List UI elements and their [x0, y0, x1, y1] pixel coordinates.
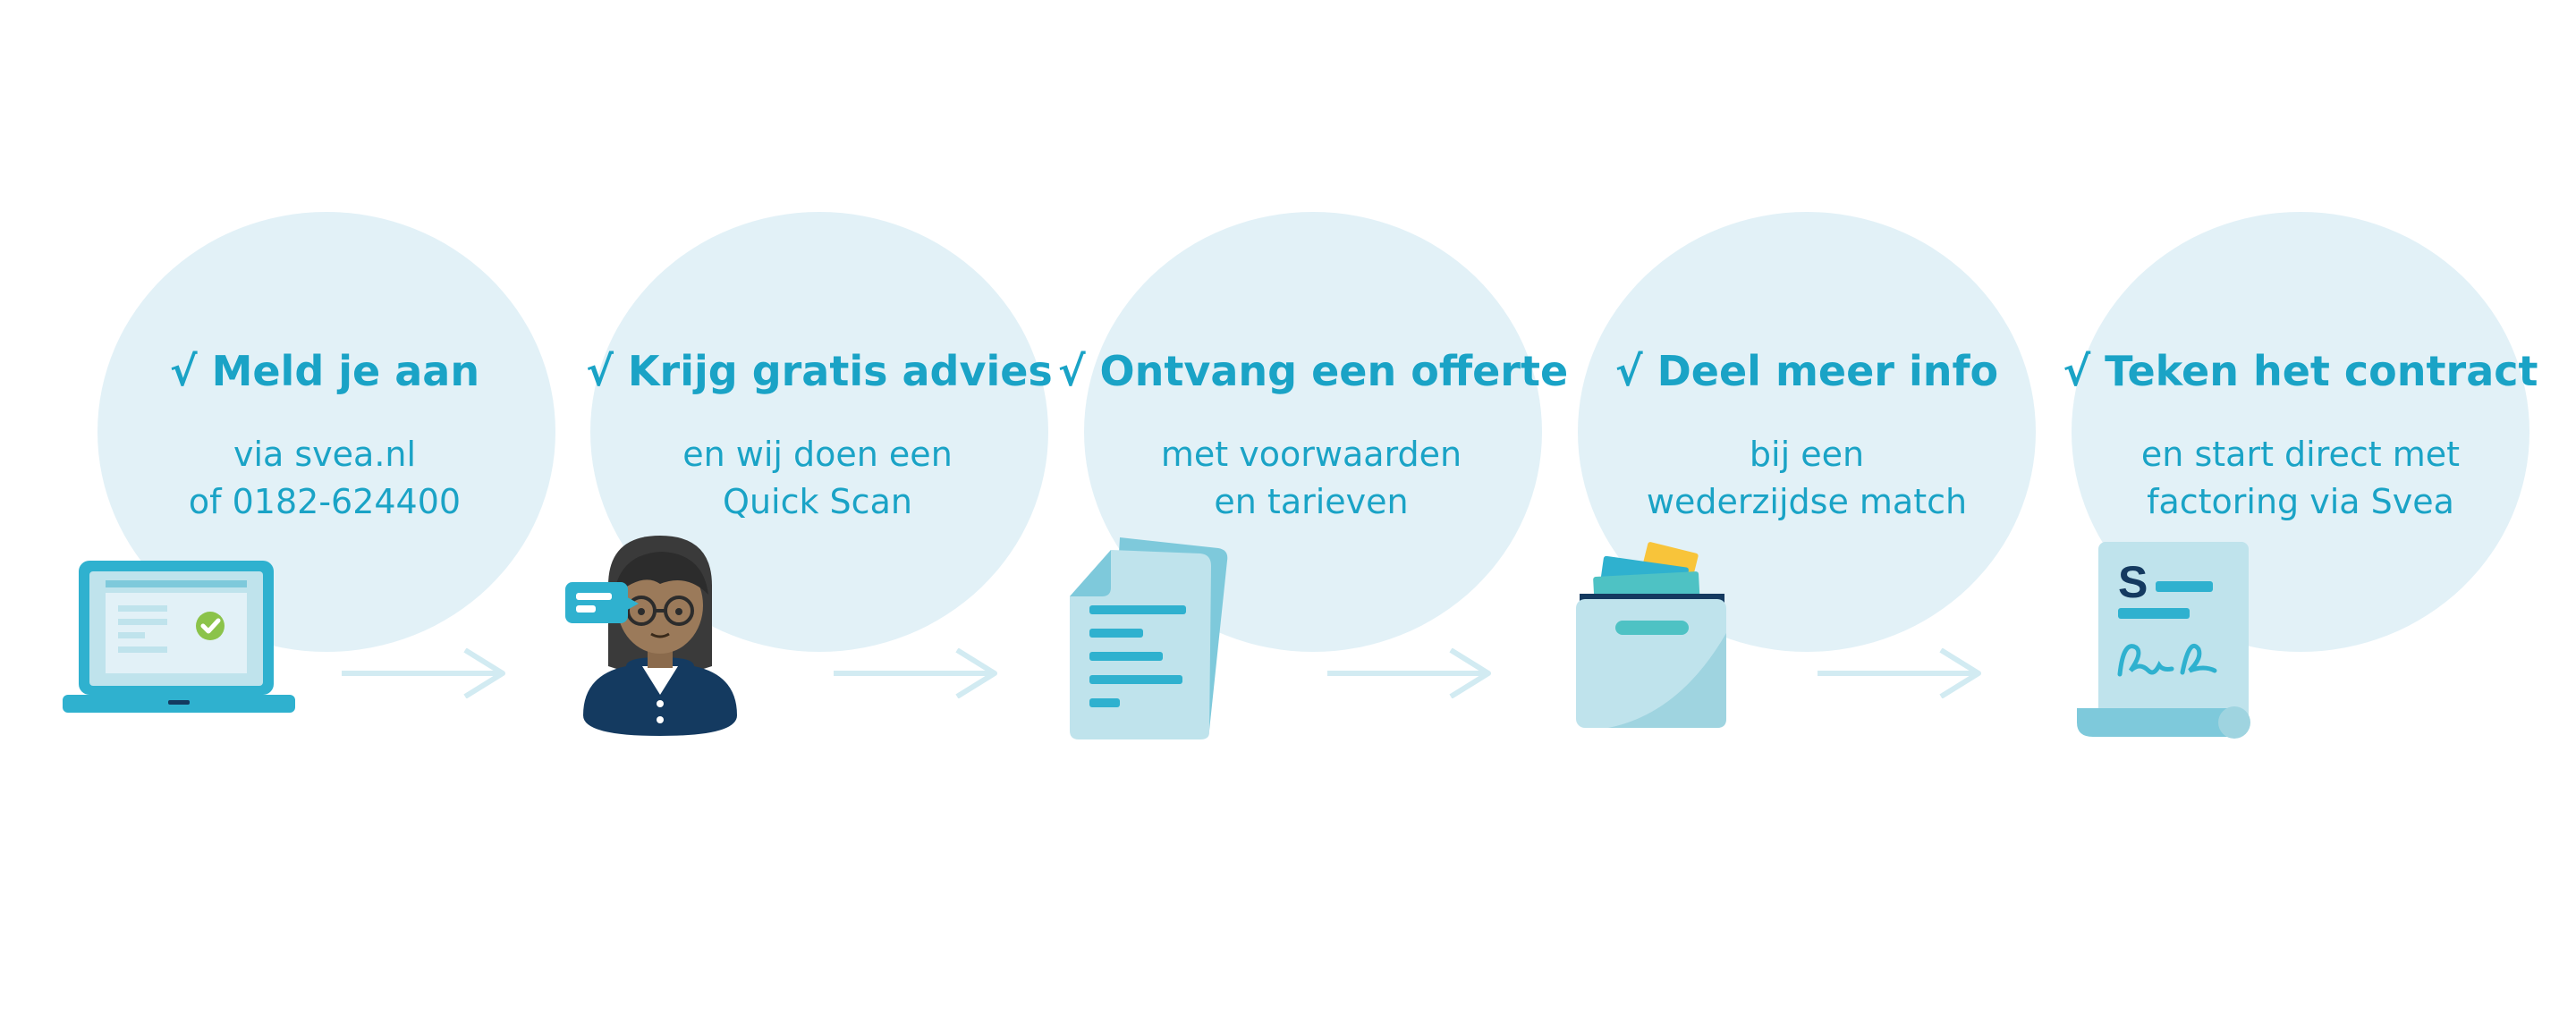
step-4-title: √ Deel meer info: [1614, 347, 1999, 395]
step-3-line-2: en tarieven: [1214, 482, 1409, 521]
step-5-line-1: en start direct met: [2140, 435, 2461, 474]
arrow-4: [1818, 648, 1981, 698]
step-1-line-2: of 0182-624400: [188, 482, 462, 521]
step-5-line-2: factoring via Svea: [2147, 482, 2454, 521]
arrow-1: [342, 648, 505, 698]
documents-icon: [1070, 537, 1228, 739]
step-2-title: √ Krijg gratis advies: [586, 347, 1053, 395]
file-box-icon: [1576, 542, 1726, 728]
step-2-line-1: en wij doen een: [682, 435, 953, 474]
arrow-3: [1327, 648, 1491, 698]
step-4-line-2: wederzijdse match: [1646, 482, 1968, 521]
arrow-2: [834, 648, 997, 698]
step-4-line-1: bij een: [1749, 435, 1865, 474]
step-2-line-2: Quick Scan: [723, 482, 912, 521]
step-3-title: √ Ontvang een offerte: [1057, 347, 1569, 395]
laptop-icon: [63, 561, 295, 713]
step-3-line-1: met voorwaarden: [1160, 435, 1462, 474]
advisor-icon: [565, 536, 737, 736]
step-3-description: met voorwaarden en tarieven: [1061, 431, 1562, 526]
contract-logo: S: [2118, 557, 2148, 607]
step-5-title: √ Teken het contract: [2063, 347, 2538, 395]
step-1-title: √ Meld je aan: [169, 347, 480, 395]
step-4-description: bij een wederzijdse match: [1556, 431, 2057, 526]
step-5-description: en start direct met factoring via Svea: [2050, 431, 2551, 526]
step-2-description: en wij doen een Quick Scan: [567, 431, 1068, 526]
step-1-line-1: via svea.nl: [233, 435, 417, 474]
signed-contract-icon: S: [2077, 542, 2250, 739]
step-1-description: via svea.nl of 0182-624400: [74, 431, 575, 526]
